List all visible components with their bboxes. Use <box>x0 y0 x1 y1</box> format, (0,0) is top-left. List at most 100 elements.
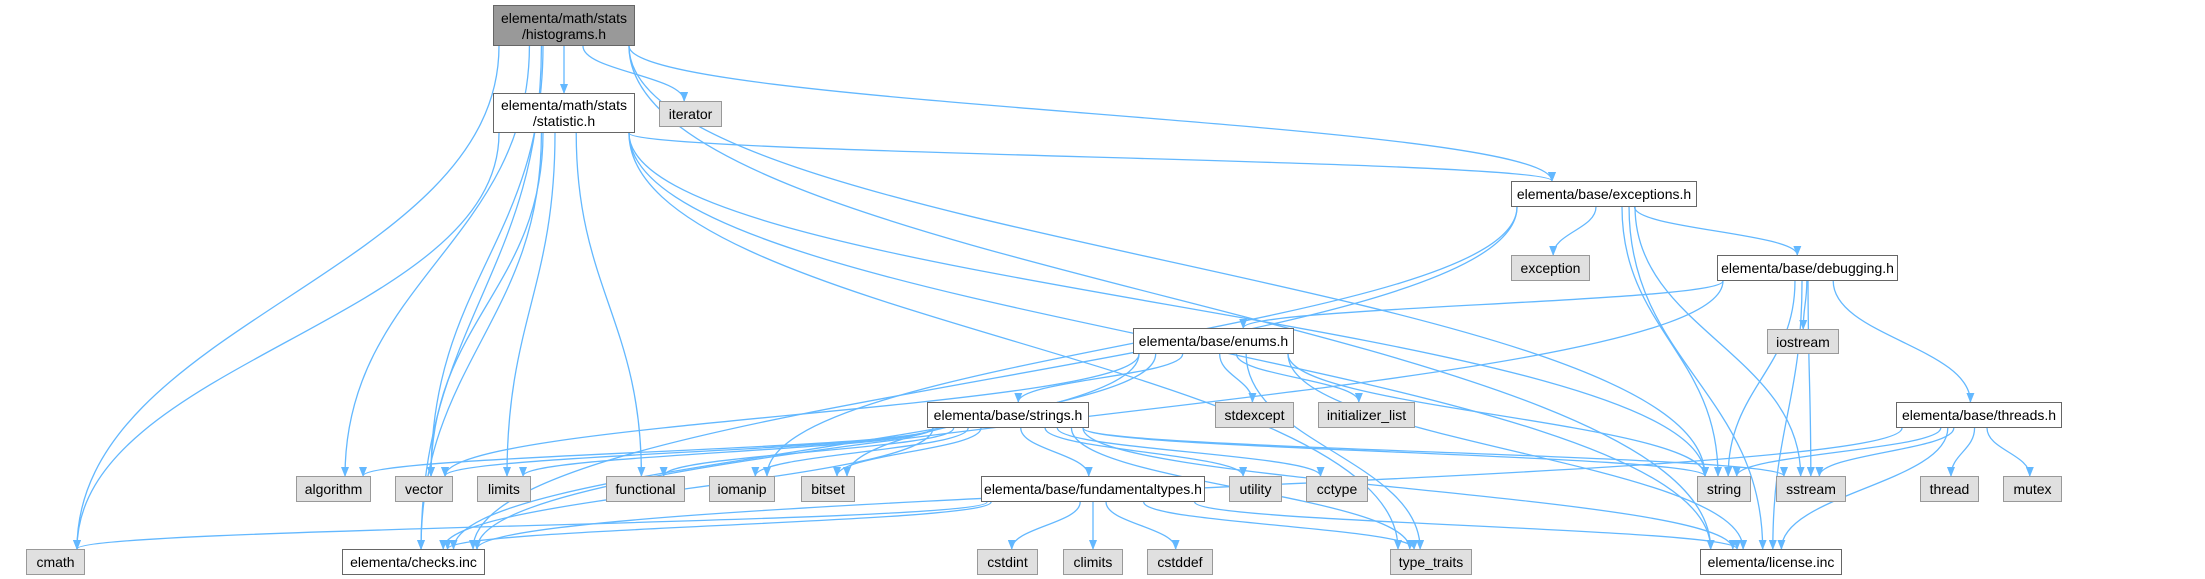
node-functional[interactable]: functional <box>606 476 685 502</box>
edge-statistic-to-functional <box>575 132 646 477</box>
node-label: iostream <box>1776 333 1830 350</box>
edge-debugging-to-iostream <box>1799 280 1808 330</box>
edge-statistic-to-string <box>628 132 1709 477</box>
edge-enums-to-vector <box>441 353 1140 477</box>
node-thread[interactable]: thread <box>1920 476 1979 502</box>
edge-histograms-to-cmath <box>73 45 500 550</box>
node-histograms[interactable]: elementa/math/stats /histograms.h <box>493 5 635 46</box>
node-label: limits <box>488 481 520 497</box>
node-label: elementa/base/fundamentaltypes.h <box>984 481 1202 497</box>
node-statistic[interactable]: elementa/math/stats /statistic.h <box>493 93 635 133</box>
edge-exceptions-to-license <box>1628 206 1767 550</box>
edge-exceptions-to-debugging <box>1633 206 1802 256</box>
node-label: elementa/math/stats /histograms.h <box>500 9 628 42</box>
node-cstddef[interactable]: cstddef <box>1147 549 1213 575</box>
node-sstream[interactable]: sstream <box>1776 476 1846 502</box>
edge-debugging-to-string <box>1724 280 1796 477</box>
node-cstdint[interactable]: cstdint <box>977 549 1038 575</box>
node-license[interactable]: elementa/license.inc <box>1700 549 1842 575</box>
edge-threads-to-thread <box>1946 427 1976 477</box>
node-label: elementa/base/exceptions.h <box>1516 186 1692 202</box>
node-label: stdexcept <box>1224 407 1285 423</box>
edge-debugging-to-checks <box>473 280 1724 550</box>
node-label: elementa/base/threads.h <box>1901 407 2057 423</box>
node-fundamentaltypes[interactable]: elementa/base/fundamentaltypes.h <box>981 476 1205 502</box>
node-label: cmath <box>36 554 75 570</box>
edge-histograms-to-exceptions <box>628 45 1556 182</box>
node-type-traits[interactable]: type_traits <box>1390 549 1472 575</box>
node-string[interactable]: string <box>1697 476 1751 502</box>
node-label: elementa/base/enums.h <box>1138 333 1289 349</box>
edge-enums-to-strings <box>1014 353 1184 403</box>
node-exception[interactable]: exception <box>1511 255 1590 281</box>
node-label: initializer_list <box>1326 407 1407 423</box>
edge-histograms-to-license <box>628 45 1715 550</box>
node-label: functional <box>615 481 676 497</box>
edge-threads-to-string <box>1732 427 1942 477</box>
edge-strings-to-functional <box>659 427 955 477</box>
node-label: algorithm <box>304 481 363 497</box>
node-debugging[interactable]: elementa/base/debugging.h <box>1717 255 1898 281</box>
edge-statistic-to-limits <box>503 132 556 477</box>
node-stdexcept[interactable]: stdexcept <box>1215 402 1294 428</box>
node-label: thread <box>1929 481 1970 497</box>
node-label: elementa/base/debugging.h <box>1721 260 1894 276</box>
node-iostream[interactable]: iostream <box>1767 329 1839 354</box>
node-cctype[interactable]: cctype <box>1306 476 1368 502</box>
edge-statistic-to-type_traits <box>628 132 1402 550</box>
edge-enums-to-initializer_list <box>1235 353 1363 403</box>
node-bitset[interactable]: bitset <box>801 476 855 502</box>
edge-exceptions-to-sstream <box>1634 206 1805 477</box>
node-threads[interactable]: elementa/base/threads.h <box>1896 402 2062 428</box>
node-strings[interactable]: elementa/base/strings.h <box>927 402 1089 428</box>
node-label: utility <box>1239 481 1272 497</box>
node-exceptions[interactable]: elementa/base/exceptions.h <box>1511 181 1697 207</box>
edge-exceptions-to-exception <box>1549 206 1597 256</box>
edge-debugging-to-sstream <box>1806 280 1815 477</box>
node-label: bitset <box>811 481 845 497</box>
node-label: iterator <box>668 106 713 122</box>
node-initializer-list[interactable]: initializer_list <box>1318 402 1415 428</box>
node-label: cstdint <box>987 554 1028 570</box>
edge-fundamentaltypes-to-cmath <box>73 501 988 550</box>
edge-debugging-to-license <box>1768 280 1803 550</box>
node-iomanip[interactable]: iomanip <box>709 476 775 502</box>
node-label: sstream <box>1786 481 1836 497</box>
edge-exceptions-to-checks <box>469 206 1518 550</box>
edge-enums-to-license <box>1287 353 1748 550</box>
edge-fundamentaltypes-to-cstddef <box>1105 501 1180 550</box>
edge-statistic-to-vector <box>427 132 544 477</box>
edge-enums-to-string <box>1287 353 1709 477</box>
edge-strings-to-fundamentaltypes <box>1020 427 1093 477</box>
node-label: exception <box>1520 260 1581 276</box>
edge-debugging-to-enums <box>1239 280 1724 329</box>
edge-threads-to-license <box>1777 427 1949 550</box>
edge-fundamentaltypes-to-license <box>1194 501 1741 550</box>
edge-threads-to-mutex <box>1986 427 2034 477</box>
node-climits[interactable]: climits <box>1063 549 1123 575</box>
edge-enums-to-checks <box>449 353 1140 550</box>
edge-strings-to-vector <box>441 427 934 477</box>
node-mutex[interactable]: mutex <box>2003 476 2062 502</box>
node-label: elementa/license.inc <box>1707 554 1835 570</box>
edge-strings-to-license <box>1082 427 1737 550</box>
edge-debugging-to-threads <box>1832 280 1975 403</box>
edge-strings-to-iomanip <box>751 427 969 477</box>
node-algorithm[interactable]: algorithm <box>296 476 371 502</box>
edge-strings-to-sstream <box>1082 427 1788 477</box>
node-utility[interactable]: utility <box>1229 476 1282 502</box>
edge-statistic-to-cmath <box>73 132 500 550</box>
edge-strings-to-bitset <box>833 427 982 477</box>
node-label: cctype <box>1316 481 1358 497</box>
edge-strings-to-cctype <box>1056 427 1325 477</box>
node-vector[interactable]: vector <box>395 476 453 502</box>
node-checks[interactable]: elementa/checks.inc <box>342 549 485 575</box>
edge-threads-to-sstream <box>1815 427 1955 477</box>
node-limits[interactable]: limits <box>477 476 531 502</box>
edge-strings-to-checks <box>439 427 934 550</box>
edge-fundamentaltypes-to-type_traits <box>1143 501 1418 550</box>
node-iterator[interactable]: iterator <box>659 101 722 127</box>
node-enums[interactable]: elementa/base/enums.h <box>1133 328 1294 354</box>
node-label: type_traits <box>1398 554 1464 570</box>
node-cmath[interactable]: cmath <box>26 549 85 575</box>
